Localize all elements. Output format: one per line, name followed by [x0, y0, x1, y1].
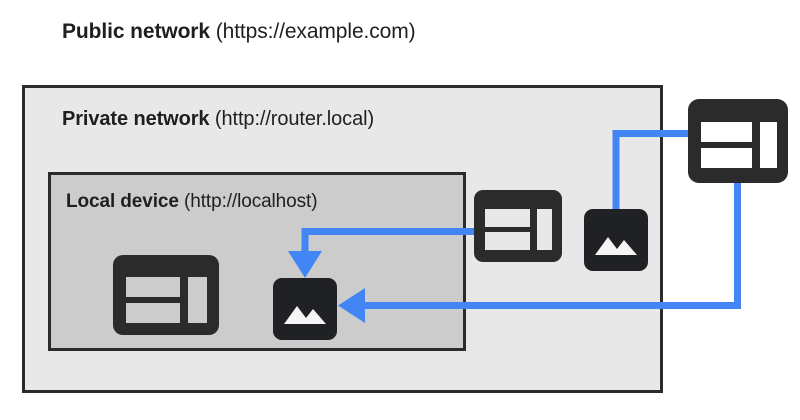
public-network-url: (https://example.com) — [215, 20, 416, 43]
private-network-name: Private network — [62, 108, 210, 130]
image-icon — [273, 278, 337, 340]
public-network-name: Public network — [62, 20, 210, 43]
browser-window-icon — [474, 190, 562, 262]
node-local-image[interactable] — [273, 278, 337, 340]
node-public-page[interactable] — [688, 99, 788, 183]
browser-window-icon — [688, 99, 788, 183]
private-network-url: (http://router.local) — [214, 108, 375, 130]
private-network-label: Private network (http://router.local) — [62, 108, 374, 131]
node-private-page[interactable] — [474, 190, 562, 262]
local-device-url: (http://localhost) — [184, 191, 318, 212]
browser-window-icon — [113, 255, 219, 335]
local-device-label: Local device (http://localhost) — [66, 191, 318, 213]
image-icon — [584, 209, 648, 271]
node-private-image[interactable] — [584, 209, 648, 271]
node-local-page[interactable] — [113, 255, 219, 335]
public-network-label: Public network (https://example.com) — [62, 20, 416, 44]
local-device-name: Local device — [66, 191, 179, 212]
